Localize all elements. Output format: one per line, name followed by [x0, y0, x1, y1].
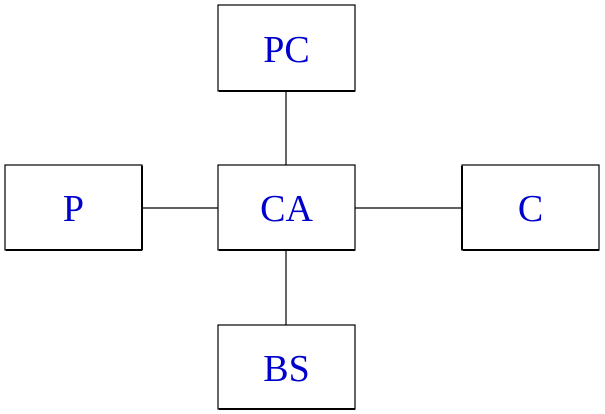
- node-bs: BS: [217, 324, 356, 410]
- node-ca-box: [217, 164, 356, 251]
- node-c: C: [461, 164, 600, 251]
- node-c-box: [461, 164, 600, 251]
- node-pc-label: PC: [263, 29, 309, 71]
- node-p: P: [4, 164, 143, 251]
- node-c-label: C: [518, 188, 543, 230]
- node-pc: PC: [217, 4, 356, 92]
- node-p-label: P: [63, 188, 84, 230]
- node-ca: CA: [217, 164, 356, 251]
- node-ca-label: CA: [260, 188, 313, 230]
- node-bs-label: BS: [263, 348, 309, 390]
- node-pc-box: [217, 4, 356, 92]
- node-bs-box: [217, 324, 356, 410]
